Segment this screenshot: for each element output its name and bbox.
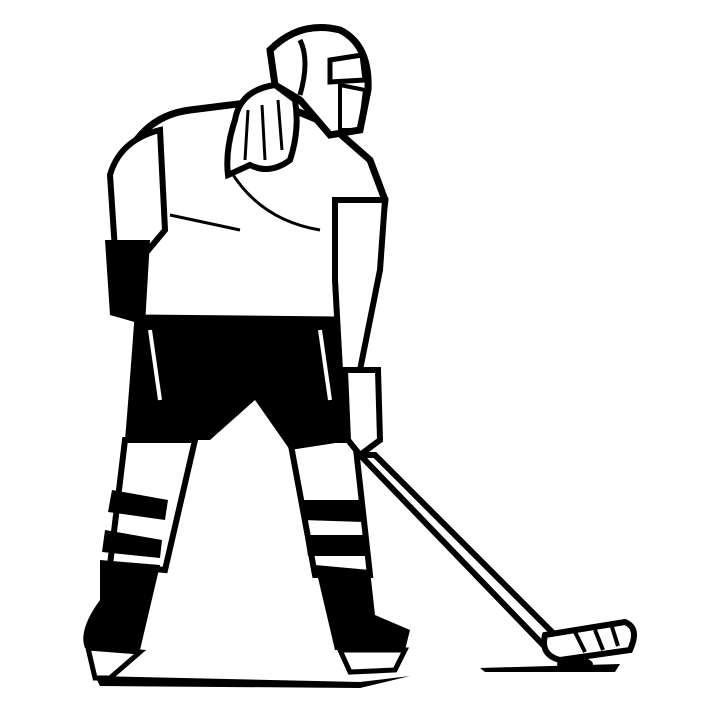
hockey-stick bbox=[352, 452, 637, 671]
jersey bbox=[106, 96, 389, 373]
shorts bbox=[125, 310, 355, 450]
legs bbox=[102, 437, 374, 578]
skates bbox=[83, 560, 410, 681]
gloves bbox=[105, 240, 384, 460]
puck bbox=[557, 657, 593, 671]
helmet bbox=[266, 24, 372, 139]
ponytail bbox=[224, 81, 300, 180]
